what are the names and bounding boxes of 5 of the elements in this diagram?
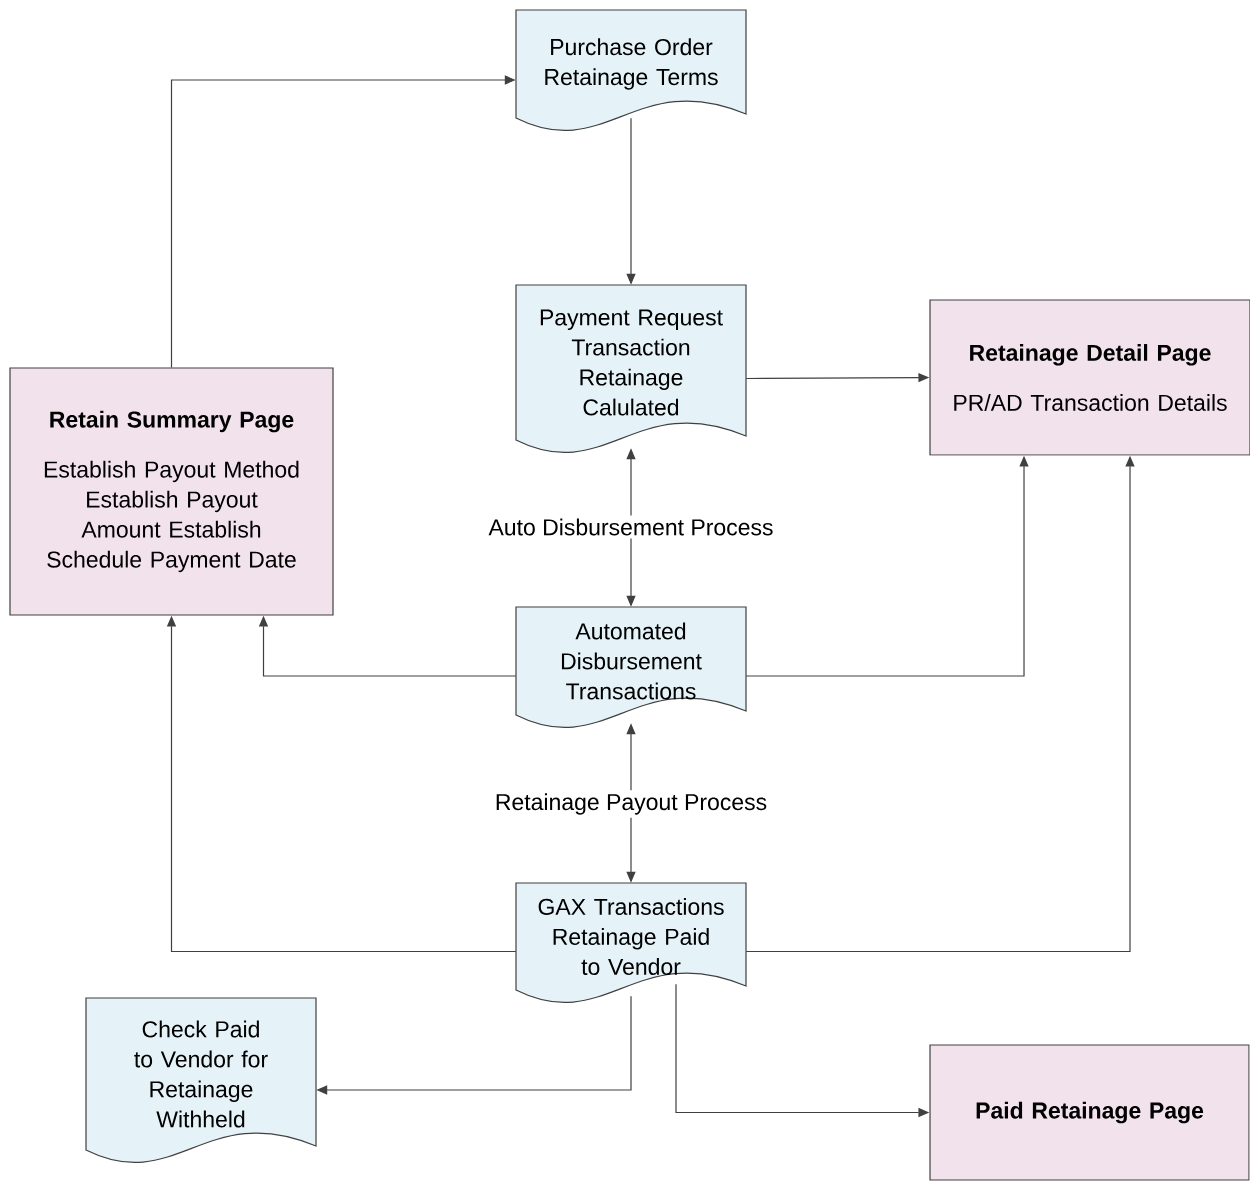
- page-box: Paid Retainage Page: [929, 1044, 1250, 1181]
- edge-label: Auto Disbursement Process: [485, 515, 777, 539]
- page-box: Retain Summary Page Establish Payout Method Establish Payout Amount Establish Schedule Payment Date: [9, 367, 334, 616]
- page-box: Retainage Detail Page PR/AD Transaction Details: [929, 299, 1250, 456]
- edge-label: Retainage Payout Process: [491, 790, 771, 818]
